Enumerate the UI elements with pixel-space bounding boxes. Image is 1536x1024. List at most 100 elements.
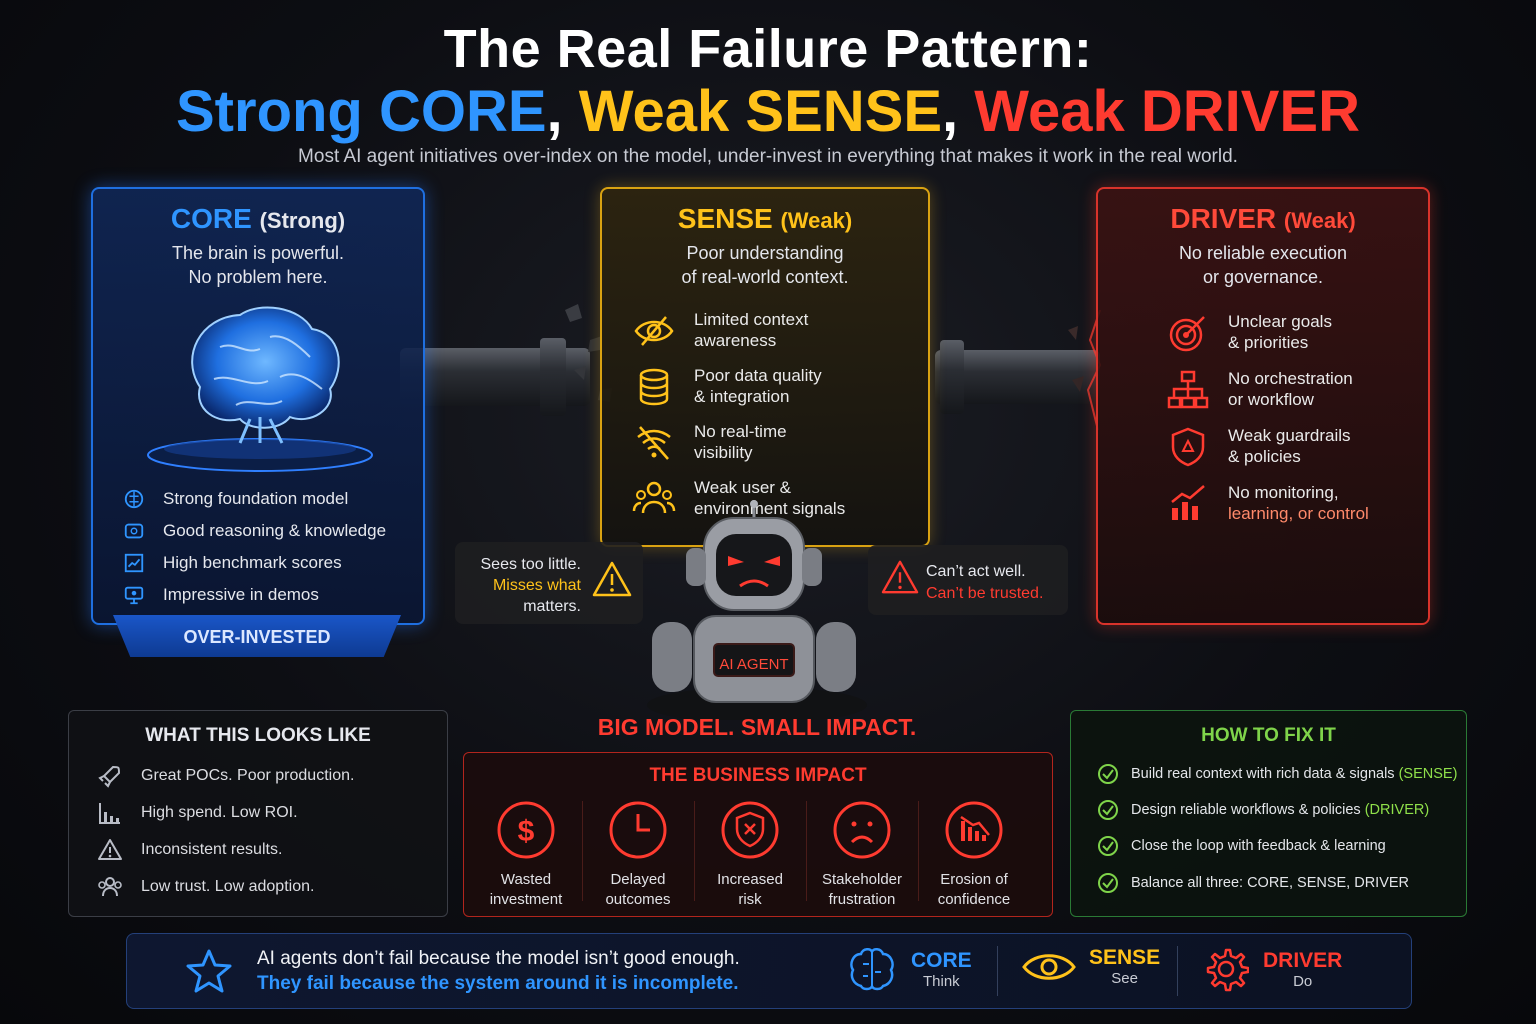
driver-item-line2: & policies: [1228, 447, 1301, 466]
looks-item-label: Inconsistent results.: [141, 841, 283, 858]
impact-line1: Stakeholder: [821, 871, 903, 888]
brain-icon: [147, 306, 373, 472]
sense-item-line2: & integration: [694, 387, 790, 406]
robot-label: AI AGENT: [719, 656, 789, 673]
bubble-left-line1: Sees too little.: [480, 556, 582, 573]
sense-description: Poor understanding of real-world context…: [602, 241, 928, 289]
driver-item-line2: & priorities: [1228, 333, 1309, 352]
robot-icon: [647, 500, 867, 720]
presentation-icon: [124, 586, 144, 605]
bubble-left-line2: Misses what: [492, 577, 581, 594]
looks-item: High spend. Low ROI.: [97, 800, 298, 826]
impact-line2: outcomes: [605, 891, 671, 908]
page-subtitle: Strong CORE, Weak SENSE, Weak DRIVER: [0, 78, 1536, 145]
how-to-fix-box: HOW TO FIX IT Build real context with ri…: [1070, 710, 1467, 917]
core-list: Strong foundation model Good reasoning &…: [123, 483, 386, 611]
svg-text:$: $: [518, 815, 535, 848]
warning-icon: [881, 560, 919, 594]
fix-item-highlight: (SENSE): [1398, 766, 1458, 782]
impact-line1: Wasted: [500, 871, 552, 888]
driver-tag: (Weak): [1283, 208, 1356, 233]
looks-item-label: High spend. Low ROI.: [141, 804, 298, 821]
subtitle-comma: ,: [546, 79, 563, 144]
core-title-text: CORE: [170, 203, 252, 234]
driver-item-line1: Weak guardrails: [1228, 426, 1351, 445]
chart-down-icon: [945, 801, 1003, 859]
driver-panel: DRIVER (Weak) No reliable execution or g…: [1096, 187, 1430, 625]
impact-item: Stakeholder frustration: [806, 799, 918, 910]
subtitle-comma-2: ,: [942, 79, 959, 144]
core-tag: (Strong): [259, 208, 346, 233]
what-this-looks-like-box: WHAT THIS LOOKS LIKE Great POCs. Poor pr…: [68, 710, 448, 917]
sense-bubble: Sees too little. Misses what matters.: [455, 542, 643, 624]
clock-icon: [609, 801, 667, 859]
impact-line2: investment: [489, 891, 563, 908]
sense-item: Poor data quality & integration: [632, 365, 822, 409]
driver-item-line1: No monitoring,: [1228, 483, 1339, 502]
core-item-label: Impressive in demos: [163, 585, 319, 604]
footer-line2: They fail because the system around it i…: [257, 973, 739, 994]
driver-desc-line1: No reliable execution: [1178, 243, 1348, 263]
footer-core-title: CORE: [911, 948, 972, 972]
bubble-left-line3: matters.: [523, 598, 581, 615]
impact-line2: confidence: [937, 891, 1011, 908]
impact-line1: Delayed: [610, 871, 666, 888]
fix-item-highlight: (DRIVER): [1364, 802, 1430, 818]
fix-item: Balance all three: CORE, SENSE, DRIVER: [1097, 872, 1409, 894]
fix-item: Build real context with rich data & sign…: [1097, 763, 1457, 785]
sad-face-icon: [833, 801, 891, 859]
driver-title-text: DRIVER: [1170, 203, 1277, 234]
impact-divider: [694, 801, 695, 901]
fix-item-text: Design reliable workflows & policies: [1131, 802, 1365, 818]
impact-divider: [582, 801, 583, 901]
impact-line2: risk: [738, 891, 762, 908]
check-circle-icon: [1098, 873, 1118, 893]
driver-item-line1: No orchestration: [1228, 369, 1353, 388]
looks-item-label: Low trust. Low adoption.: [141, 878, 315, 895]
driver-item: Unclear goals& priorities: [1166, 311, 1332, 355]
shield-x-icon: [721, 801, 779, 859]
sense-tag: (Weak): [780, 208, 853, 233]
fix-item-text: Build real context with rich data & sign…: [1131, 766, 1399, 782]
core-title: CORE (Strong): [93, 203, 423, 235]
star-icon: [186, 949, 232, 993]
looks-title: WHAT THIS LOOKS LIKE: [145, 725, 371, 746]
footer-driver-title: DRIVER: [1263, 948, 1343, 972]
footer-line1: AI agents don’t fail because the model i…: [257, 948, 740, 969]
driver-bubble: Can’t act well. Can’t be trusted.: [868, 545, 1068, 615]
dollar-icon: $: [497, 801, 555, 859]
pipe-right-flange: [940, 340, 964, 414]
rocket-icon: [98, 765, 121, 788]
page-description: Most AI agent initiatives over-index on …: [298, 146, 1238, 167]
driver-item-line2: learning, or control: [1228, 504, 1369, 523]
impact-divider: [918, 801, 919, 901]
big-model-headline: BIG MODEL. SMALL IMPACT.: [597, 714, 917, 740]
footer-sense-sub: See: [1111, 970, 1138, 987]
sense-item-line1: Poor data quality: [694, 366, 822, 385]
fix-item-text: Close the loop with feedback & learning: [1131, 838, 1386, 854]
bubble-right-line2: Can’t be trusted.: [926, 585, 1044, 602]
check-circle-icon: [1098, 764, 1118, 784]
core-item-label: Strong foundation model: [163, 489, 349, 508]
core-desc-line1: The brain is powerful.: [171, 243, 345, 263]
subtitle-driver: Weak DRIVER: [974, 79, 1360, 144]
warning-icon: [592, 561, 632, 597]
sense-item-line2: visibility: [694, 443, 753, 462]
core-item-label: Good reasoning & knowledge: [163, 521, 387, 540]
core-item: Strong foundation model: [123, 483, 386, 515]
target-icon: [1169, 316, 1205, 352]
driver-item: No monitoring, learning, or control: [1166, 482, 1369, 526]
shield-icon: [1171, 427, 1205, 467]
fix-title: HOW TO FIX IT: [1201, 725, 1336, 746]
driver-description: No reliable execution or governance.: [1098, 241, 1428, 289]
page-title: The Real Failure Pattern:: [443, 19, 1093, 79]
core-item: Good reasoning & knowledge: [123, 515, 386, 547]
impact-line1: Erosion of: [940, 871, 1008, 888]
fix-item: Close the loop with feedback & learning: [1097, 835, 1386, 857]
org-chart-icon: [1167, 370, 1209, 409]
impact-line2: frustration: [828, 891, 896, 908]
core-description: The brain is powerful. No problem here.: [93, 241, 423, 289]
